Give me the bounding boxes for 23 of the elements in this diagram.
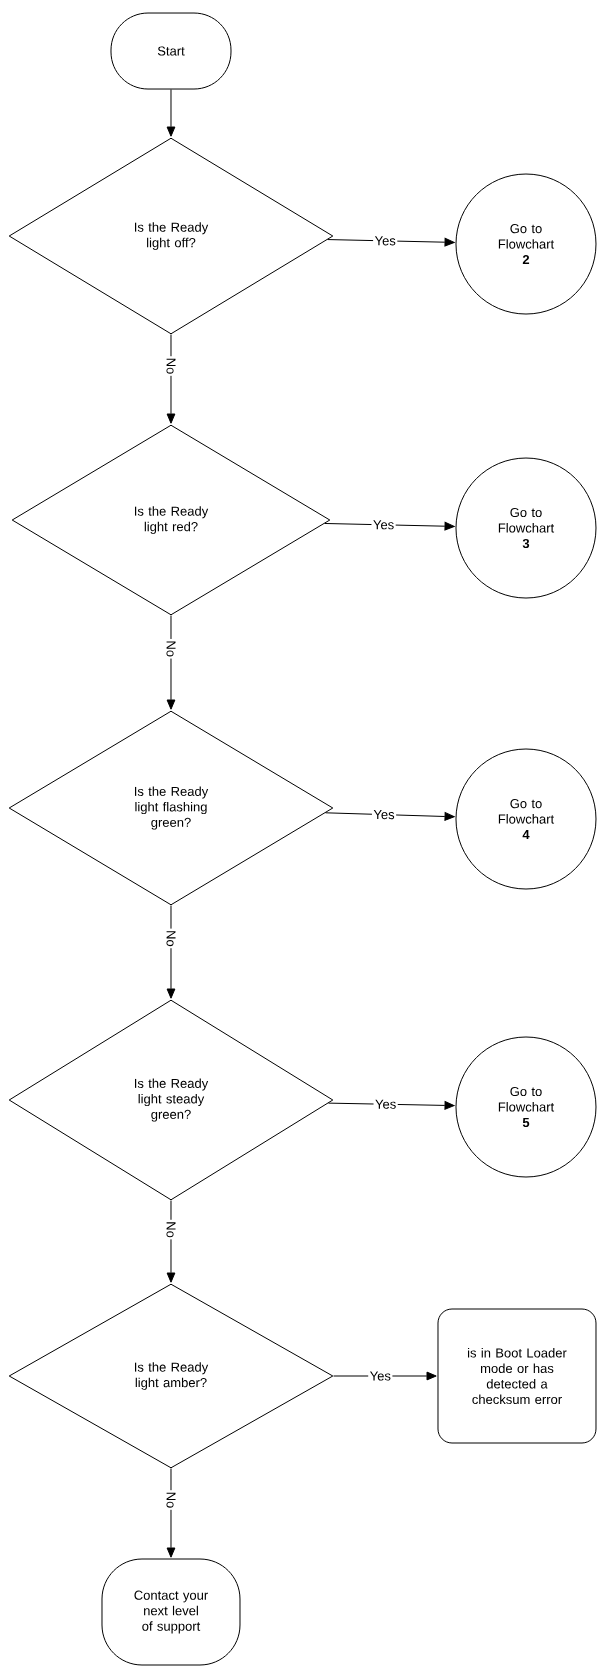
edge-label: Yes — [368, 1369, 393, 1383]
arrow — [166, 334, 176, 424]
edge-label: No — [164, 928, 178, 949]
arrow — [325, 812, 455, 821]
arrow — [166, 1200, 176, 1283]
terminal-box: Contact your next level of support — [101, 1558, 241, 1666]
arrow — [166, 1468, 176, 1558]
arrow — [324, 521, 455, 531]
edge-label: Yes — [371, 518, 396, 531]
process-box: is in Boot Loader mode or has detected a checksum error — [437, 1308, 597, 1444]
arrow — [328, 1101, 455, 1110]
edge-label: No — [164, 356, 178, 376]
edge-label: No — [164, 1219, 178, 1240]
arrow — [327, 237, 455, 247]
terminal-box: Start — [110, 12, 232, 90]
edge-label: Yes — [371, 808, 397, 821]
edge-label: Yes — [373, 234, 398, 247]
arrow — [166, 905, 176, 999]
edge-label: No — [164, 1490, 178, 1510]
arrow — [166, 89, 176, 137]
edge-label: No — [164, 638, 178, 659]
arrow — [166, 615, 176, 710]
edge-label: Yes — [373, 1098, 398, 1111]
